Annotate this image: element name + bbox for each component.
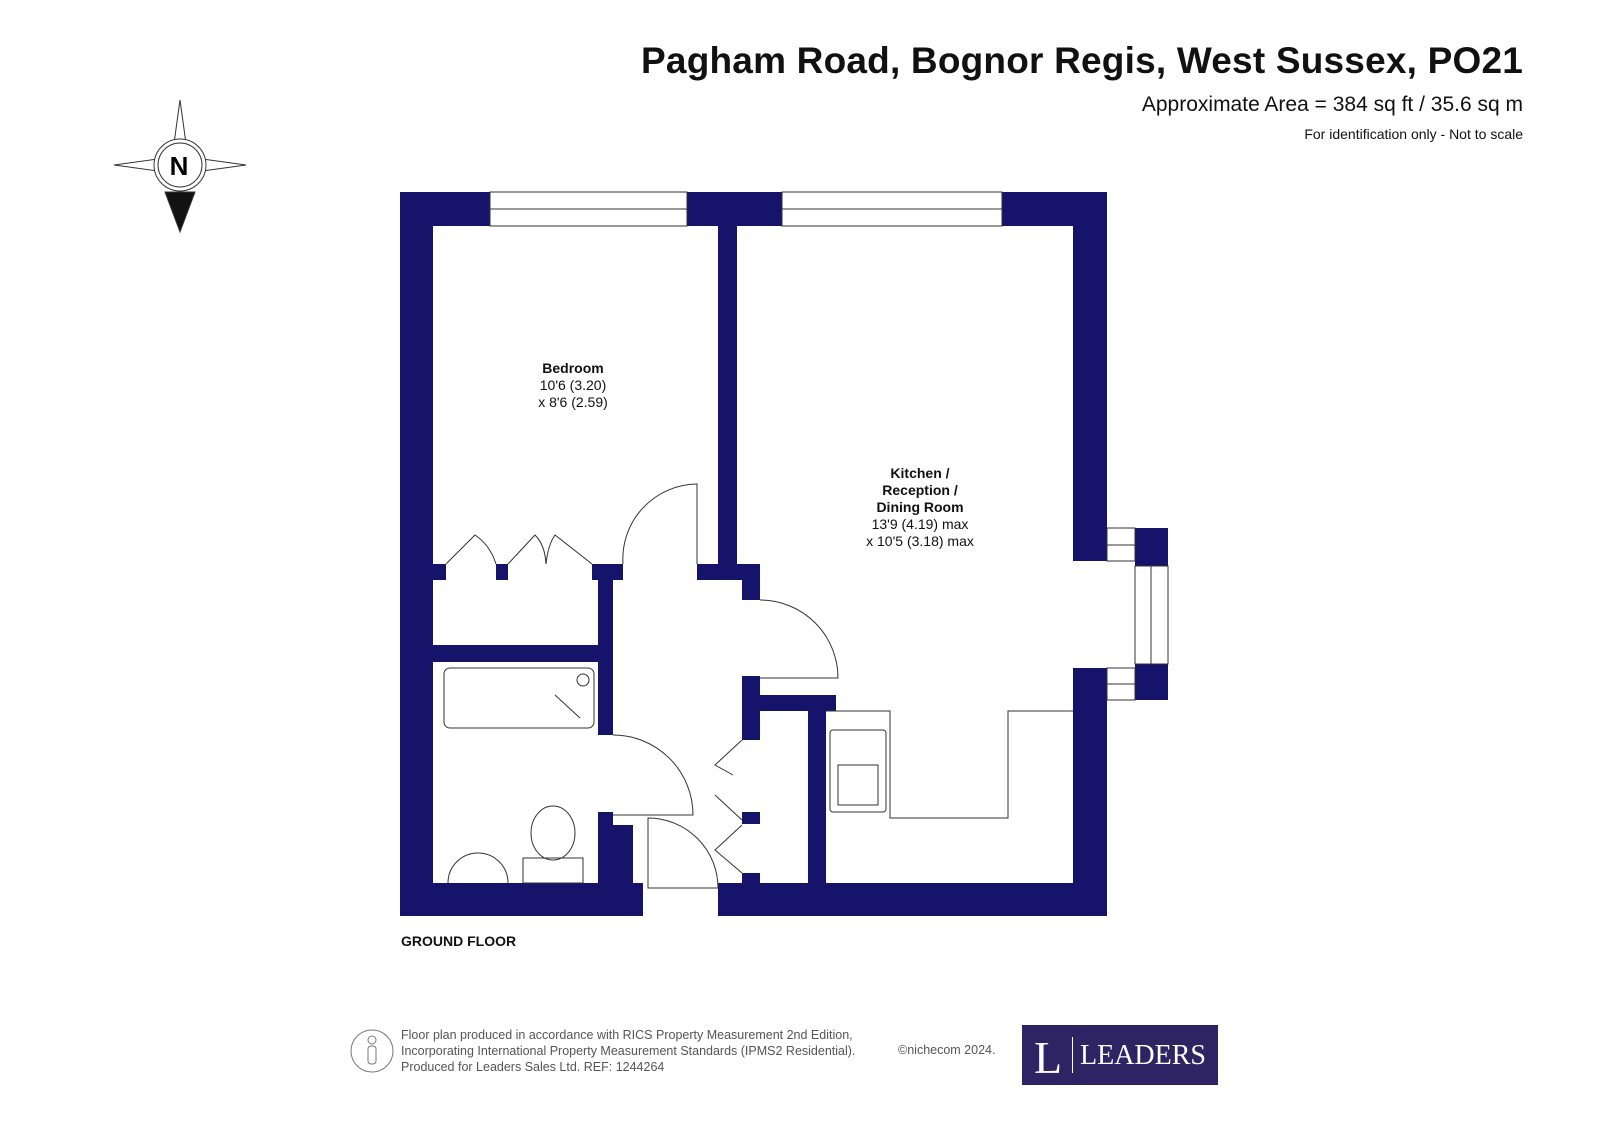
logo-letter: L xyxy=(1034,1032,1063,1083)
approximate-area: Approximate Area = 384 sq ft / 35.6 sq m xyxy=(1141,93,1523,116)
room-dim: 13'9 (4.19) max xyxy=(871,516,969,532)
footer-line: Floor plan produced in accordance with R… xyxy=(401,1028,853,1042)
floor-label: GROUND FLOOR xyxy=(401,933,517,949)
room-name: Dining Room xyxy=(876,499,964,515)
property-address-title: Pagham Road, Bognor Regis, West Sussex, … xyxy=(641,40,1523,81)
compass-north-label: N xyxy=(170,151,189,181)
room-dim: x 10'5 (3.18) max xyxy=(866,533,974,549)
logo-text: LEADERS xyxy=(1080,1040,1206,1071)
room-name: Bedroom xyxy=(542,360,604,376)
room-label-bedroom: Bedroom 10'6 (3.20) x 8'6 (2.59) xyxy=(538,360,608,411)
room-dim: 10'6 (3.20) xyxy=(539,377,607,393)
walls xyxy=(400,192,1168,916)
footer-line: Produced for Leaders Sales Ltd. REF: 124… xyxy=(401,1060,665,1074)
room-label-kitchen: Kitchen / Reception / Dining Room 13'9 (… xyxy=(866,465,974,550)
doors-fixtures xyxy=(443,483,1073,889)
leaders-logo: L LEADERS xyxy=(1022,1025,1218,1085)
copyright: ©nichecom 2024. xyxy=(898,1043,996,1057)
footer-line: Incorporating International Property Mea… xyxy=(401,1044,856,1058)
footer-text: Floor plan produced in accordance with R… xyxy=(401,1027,855,1075)
room-name: Kitchen / xyxy=(890,465,950,481)
scale-disclaimer: For identification only - Not to scale xyxy=(1304,126,1523,142)
room-name: Reception / xyxy=(882,482,958,498)
room-dim: x 8'6 (2.59) xyxy=(538,394,608,410)
compass-rose-icon xyxy=(113,99,247,234)
windows xyxy=(489,191,1169,701)
